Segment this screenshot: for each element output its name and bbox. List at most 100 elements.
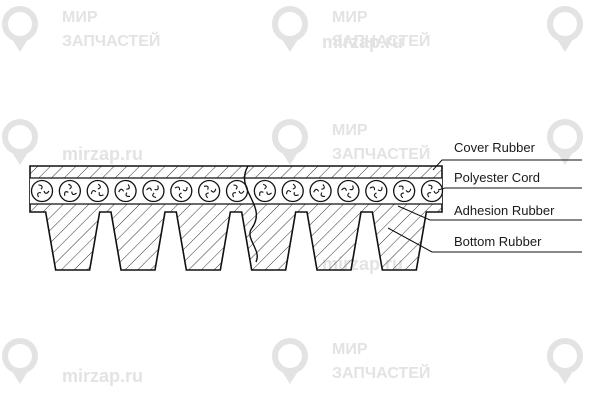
cord-strand — [259, 191, 264, 196]
polyester-cord — [365, 179, 388, 203]
label-polyester-cord: Polyester Cord — [454, 170, 540, 185]
cord-strand — [369, 186, 376, 191]
cord-circle — [281, 179, 304, 203]
cord-strand — [313, 188, 320, 193]
cord-strand — [203, 185, 209, 190]
cord-strand — [405, 188, 412, 193]
cord-strand — [341, 187, 347, 191]
cord-circle — [365, 179, 388, 203]
cord-strand — [178, 192, 183, 199]
cord-strand — [320, 192, 326, 197]
watermark-logo — [2, 119, 38, 165]
polyester-cord — [420, 179, 444, 203]
polyester-cord — [253, 179, 277, 203]
watermark-brand-line1: МИР — [332, 122, 368, 139]
map-pin-icon — [2, 338, 38, 384]
cord-strand — [210, 188, 217, 193]
cord-circle — [309, 179, 332, 203]
polyester-cord — [225, 179, 249, 203]
cord-strand — [118, 188, 125, 193]
cord-strand — [64, 191, 69, 196]
cord-strand — [238, 190, 245, 194]
cord-strand — [428, 184, 433, 190]
polyester-cord — [58, 179, 82, 203]
map-pin-icon — [272, 119, 308, 165]
cord-circle — [253, 179, 277, 203]
polyester-cord — [30, 179, 54, 203]
cord-strand — [152, 192, 157, 199]
cord-strand — [146, 187, 152, 191]
callout-line-cord — [437, 187, 582, 191]
cord-strand — [205, 192, 209, 199]
polyester-cord — [86, 179, 109, 203]
map-pin-icon — [272, 6, 308, 52]
cord-strand — [37, 192, 42, 198]
polyester-cord — [114, 179, 137, 203]
watermark-logo: МИР ЗАПЧАСТЕЙ — [272, 6, 430, 52]
cord-strand — [125, 192, 131, 198]
cord-strand — [232, 192, 237, 198]
map-pin-icon — [547, 338, 583, 384]
watermark-brand-line2: ЗАПЧАСТЕЙ — [62, 31, 160, 50]
callout-line-adhesion — [397, 205, 582, 221]
label-cover-rubber: Cover Rubber — [454, 140, 536, 155]
watermark-logo — [547, 6, 583, 52]
watermark-logo — [547, 338, 583, 384]
cord-strand — [292, 183, 296, 190]
cord-strand — [427, 192, 432, 198]
watermark-brand-line2: ЗАПЧАСТЕЙ — [332, 31, 430, 50]
cord-strand — [182, 186, 188, 192]
watermark-logo: МИР ЗАПЧАСТЕЙ — [272, 338, 430, 384]
watermark-logo — [2, 338, 38, 384]
cord-strand — [98, 191, 104, 197]
polyester-cord — [337, 179, 360, 203]
watermark-domain: mirzap.ru — [62, 144, 143, 164]
polyester-cord — [309, 179, 332, 203]
polyester-cord — [281, 179, 304, 203]
watermark-brand-line2: ЗАПЧАСТЕЙ — [332, 144, 430, 163]
watermark-brand-line1: МИР — [332, 341, 368, 358]
cord-circle — [142, 179, 165, 203]
label-bottom-rubber: Bottom Rubber — [454, 234, 542, 249]
map-pin-icon — [2, 6, 38, 52]
cord-strand — [262, 183, 267, 190]
polyester-cord — [142, 179, 165, 203]
watermark-domain: mirzap.ru — [322, 32, 403, 52]
cord-strand — [400, 192, 404, 199]
cord-circle — [114, 179, 137, 203]
cord-strand — [90, 190, 97, 195]
cord-strand — [321, 184, 325, 190]
label-adhesion-rubber: Adhesion Rubber — [454, 203, 555, 218]
cord-strand — [293, 191, 299, 197]
polyester-cord — [197, 179, 221, 203]
cord-strand — [126, 184, 130, 190]
cord-strand — [377, 186, 383, 192]
watermark-logo — [547, 119, 583, 165]
cord-strand — [233, 184, 238, 190]
map-pin-icon — [547, 119, 583, 165]
watermark-brand-line1: МИР — [332, 9, 368, 26]
cord-circle — [86, 179, 109, 203]
polyester-cord — [392, 179, 416, 203]
callout-line-bottom — [387, 227, 582, 253]
cord-strand — [373, 192, 378, 199]
callouts: Cover Rubber Polyester Cord Adhesion Rub… — [387, 140, 582, 253]
cord-strand — [38, 184, 43, 190]
break-line — [243, 165, 258, 263]
map-pin-icon — [2, 119, 38, 165]
cord-strand — [347, 192, 352, 198]
polyester-cord — [170, 179, 193, 203]
watermark-brand-line1: МИР — [62, 9, 98, 26]
cord-circle — [225, 179, 249, 203]
cord-circle — [30, 179, 54, 203]
belt-cross-section — [29, 165, 444, 271]
cord-strand — [349, 185, 354, 191]
map-pin-icon — [547, 6, 583, 52]
cord-strand — [154, 185, 159, 191]
cord-strand — [285, 190, 292, 195]
cord-circle — [170, 179, 193, 203]
cord-circle — [392, 179, 416, 203]
map-pin-icon — [272, 338, 308, 384]
